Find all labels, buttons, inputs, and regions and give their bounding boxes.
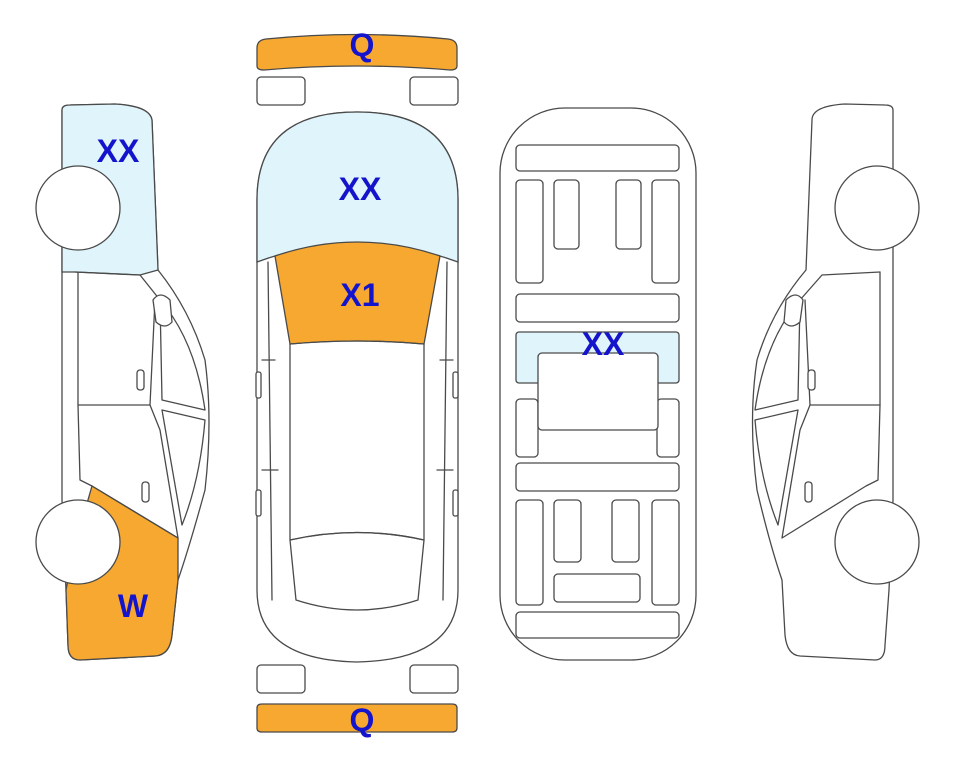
right-rear-wheel <box>834 499 920 585</box>
underbody-rear-left-rail <box>515 499 544 606</box>
underbody-view: XX <box>499 107 697 661</box>
underbody-front-left-rail <box>515 179 544 284</box>
top-right-mirror <box>452 371 459 399</box>
underbody-rear-inner-right <box>611 499 640 563</box>
underbody-rear-inner-left <box>553 499 582 563</box>
front-left-headlight <box>256 76 306 106</box>
top-left-pillar <box>267 261 273 601</box>
top-right-handle <box>452 489 459 517</box>
top-view: Q XX X1 Q <box>255 27 459 738</box>
left-front-door-handle[interactable] <box>136 369 145 391</box>
right-front-wheel <box>834 165 920 251</box>
underbody-spare-well <box>553 573 641 603</box>
front-bumper-label: Q <box>350 27 375 63</box>
underbody-fuel-tank <box>537 352 659 431</box>
underbody-right-sill <box>656 398 680 458</box>
underbody-center-label: XX <box>582 326 625 362</box>
top-hood-label: XX <box>339 171 382 207</box>
right-rear-door[interactable] <box>781 404 881 539</box>
top-windshield-label: X1 <box>340 277 379 313</box>
left-beltline <box>74 271 161 301</box>
top-right-door-line <box>436 359 454 471</box>
left-mirror <box>152 294 173 327</box>
underbody-left-sill <box>515 398 539 458</box>
front-bumper-damage[interactable] <box>256 33 458 71</box>
top-rear-window <box>289 531 425 611</box>
underbody-front-right-rail <box>651 179 680 284</box>
underbody-front-inner-right <box>615 179 642 250</box>
top-left-handle <box>255 489 262 517</box>
top-left-door-line <box>261 359 279 471</box>
left-front-door[interactable] <box>77 271 156 406</box>
underbody-rear-bumper-beam <box>515 611 680 639</box>
right-side-view <box>751 103 920 661</box>
top-left-mirror <box>255 371 262 399</box>
left-front-fender-label: XX <box>97 133 140 169</box>
rear-right-taillight <box>409 664 459 694</box>
right-front-door[interactable] <box>804 271 881 406</box>
underbody-rear-crossmember <box>515 462 680 492</box>
front-right-headlight <box>409 76 459 106</box>
right-beltline <box>799 271 881 301</box>
top-right-pillar <box>442 261 448 601</box>
right-front-door-handle[interactable] <box>807 369 816 391</box>
left-rear-door[interactable] <box>77 404 179 539</box>
left-rear-quarter-label: W <box>118 588 149 624</box>
left-side-view: XX W <box>35 103 210 661</box>
rear-bumper-label: Q <box>350 702 375 738</box>
left-rear-door-handle[interactable] <box>141 481 150 503</box>
left-front-wheel <box>35 165 121 251</box>
underbody-front-crossmember <box>515 144 680 172</box>
right-rear-door-handle[interactable] <box>804 481 813 503</box>
underbody-mid-crossmember <box>515 293 680 323</box>
underbody-rear-right-rail <box>651 499 680 606</box>
left-rear-window <box>161 409 206 526</box>
right-rear-window <box>754 409 799 526</box>
rear-bumper-damage[interactable] <box>256 703 458 733</box>
rear-left-taillight <box>256 664 306 694</box>
underbody-front-inner-left <box>553 179 580 250</box>
left-rear-wheel <box>35 499 121 585</box>
right-mirror <box>783 294 804 327</box>
